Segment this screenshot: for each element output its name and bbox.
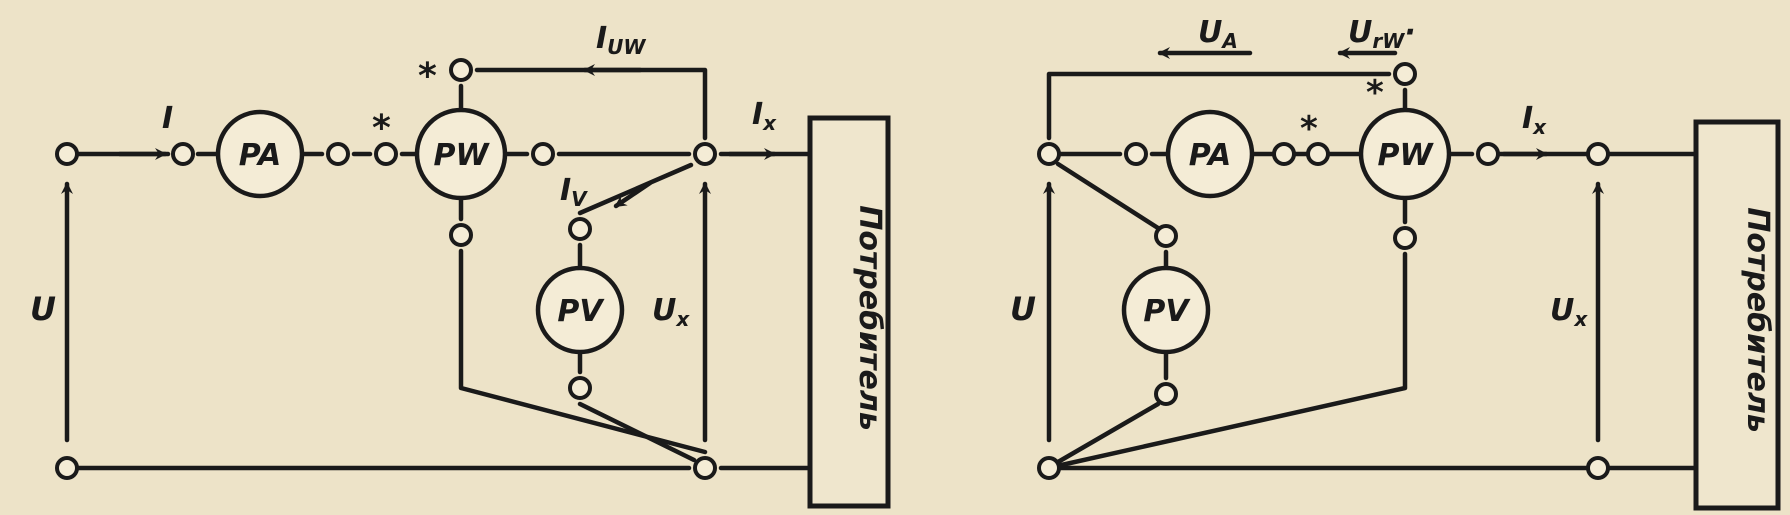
right-consumer-label: Потребитель [1740, 207, 1775, 433]
left-labels: I * * IUW Ix IV U Ux [30, 21, 777, 331]
left-uw-current-label: IUW [596, 21, 646, 59]
left-source-voltage-label: U [30, 290, 56, 328]
left-ammeter: PA [215, 109, 305, 199]
right-arrows [1043, 47, 1604, 443]
left-wattmeter-label: PW [433, 138, 490, 173]
left-arrows [61, 64, 777, 443]
left-ammeter-label: PA [239, 138, 281, 173]
right-consumer: Потребитель [1693, 119, 1781, 511]
right-circuit: PA PW PV Потребитель * * UA UrW· Ix U Ux [1010, 15, 1781, 511]
left-consumer: Потребитель [807, 115, 891, 509]
right-load-voltage-label: Ux [1550, 293, 1588, 331]
right-star-wattmeter: * [1366, 73, 1384, 113]
left-voltmeter: PV [535, 265, 625, 355]
right-star-ammeter: * [1300, 109, 1318, 149]
left-star-ammeter: * [372, 108, 391, 149]
right-labels: * * UA UrW· Ix U Ux [1010, 15, 1588, 331]
left-voltmeter-label: PV [557, 294, 605, 329]
right-ammeter-voltage-label: UA [1198, 15, 1238, 53]
left-circuit: PA PW PV Потребитель I * * IUW Ix IV U U… [30, 21, 891, 509]
left-load-voltage-label: Ux [652, 293, 690, 331]
left-wires [64, 67, 813, 471]
right-voltmeter: PV [1121, 265, 1211, 355]
left-load-current-label: Ix [752, 97, 777, 135]
right-wattmeter-voltage-label: UrW· [1348, 15, 1416, 53]
left-star-wattmeter: * [418, 56, 437, 97]
left-current-label: I [162, 101, 173, 136]
right-ammeter-label: PA [1189, 138, 1231, 173]
right-load-current-label: Ix [1522, 101, 1547, 139]
left-voltmeter-current-label: IV [560, 173, 588, 211]
right-ammeter: PA [1165, 109, 1255, 199]
left-terminals [55, 58, 717, 480]
right-terminals [1037, 62, 1610, 480]
right-wattmeter-label: PW [1377, 138, 1434, 173]
right-voltmeter-label: PV [1143, 294, 1191, 329]
right-source-voltage-label: U [1010, 290, 1036, 328]
right-wattmeter: PW [1358, 107, 1452, 201]
left-consumer-label: Потребитель [852, 205, 887, 431]
left-wattmeter: PW [414, 107, 508, 201]
